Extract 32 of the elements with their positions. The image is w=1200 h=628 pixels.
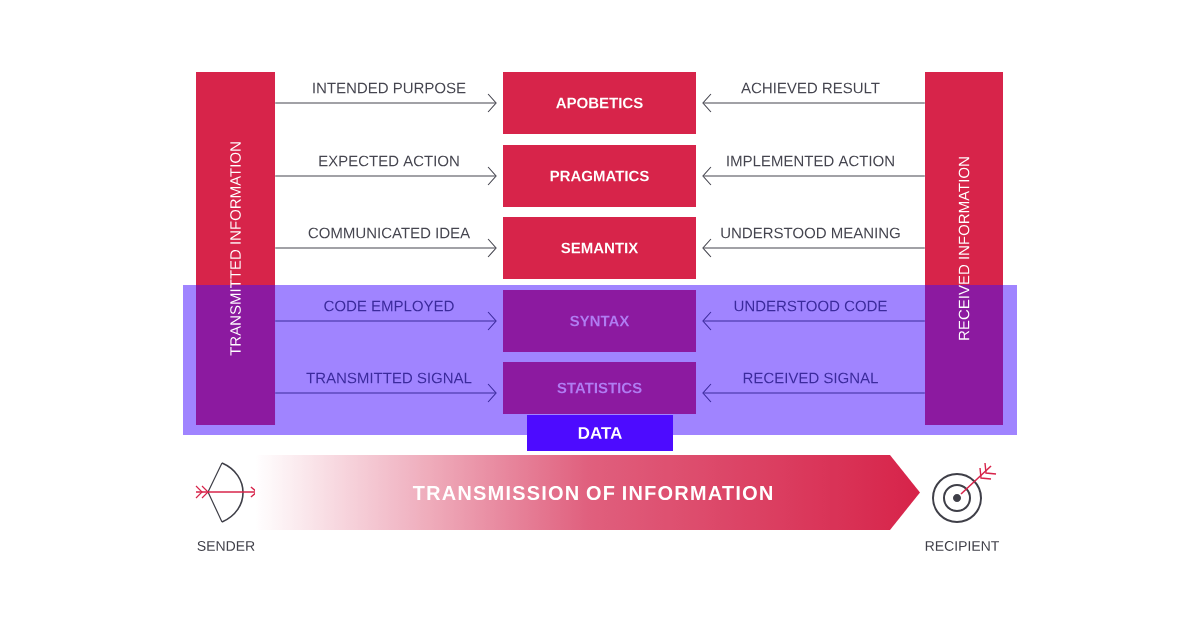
- edge-label: UNDERSTOOD MEANING: [721, 227, 900, 239]
- arrow: [274, 383, 497, 403]
- bow-and-arrow-icon: [195, 462, 258, 523]
- layer-box: PRAGMATICS: [503, 145, 696, 207]
- arrow: [274, 238, 497, 258]
- transmission-arrow: TRANSMISSION OF INFORMATION: [412, 485, 772, 501]
- target-icon: [932, 462, 997, 523]
- arrow: [274, 311, 497, 331]
- vertical-bar: TRANSMITTED INFORMATION: [196, 72, 275, 425]
- layer-box: APOBETICS: [503, 72, 696, 134]
- edge-label: UNDERSTOOD CODE: [734, 300, 887, 312]
- edge-label: IMPLEMENTED ACTION: [727, 155, 894, 167]
- layer-box: SYNTAX: [503, 290, 696, 352]
- layer-box: SEMANTIX: [503, 217, 696, 279]
- edge-label: COMMUNICATED IDEA: [308, 227, 471, 239]
- arrow: [702, 383, 926, 403]
- arrow: [702, 93, 926, 113]
- edge-label: EXPECTED ACTION: [319, 155, 459, 167]
- vertical-bar: RECEIVED INFORMATION: [925, 72, 1003, 425]
- edge-label: CODE EMPLOYED: [324, 300, 454, 312]
- icon-caption: SENDER: [197, 541, 255, 551]
- arrow: [274, 93, 497, 113]
- edge-label: ACHIEVED RESULT: [741, 82, 880, 94]
- arrow: [702, 311, 926, 331]
- edge-label: RECEIVED SIGNAL: [743, 372, 878, 384]
- arrow: [274, 166, 497, 186]
- layer-box: STATISTICS: [503, 362, 696, 414]
- arrow: [702, 166, 926, 186]
- icon-caption: RECIPIENT: [925, 541, 999, 551]
- arrow: [702, 238, 926, 258]
- edge-label: INTENDED PURPOSE: [313, 82, 466, 94]
- edge-label: TRANSMITTED SIGNAL: [306, 372, 472, 384]
